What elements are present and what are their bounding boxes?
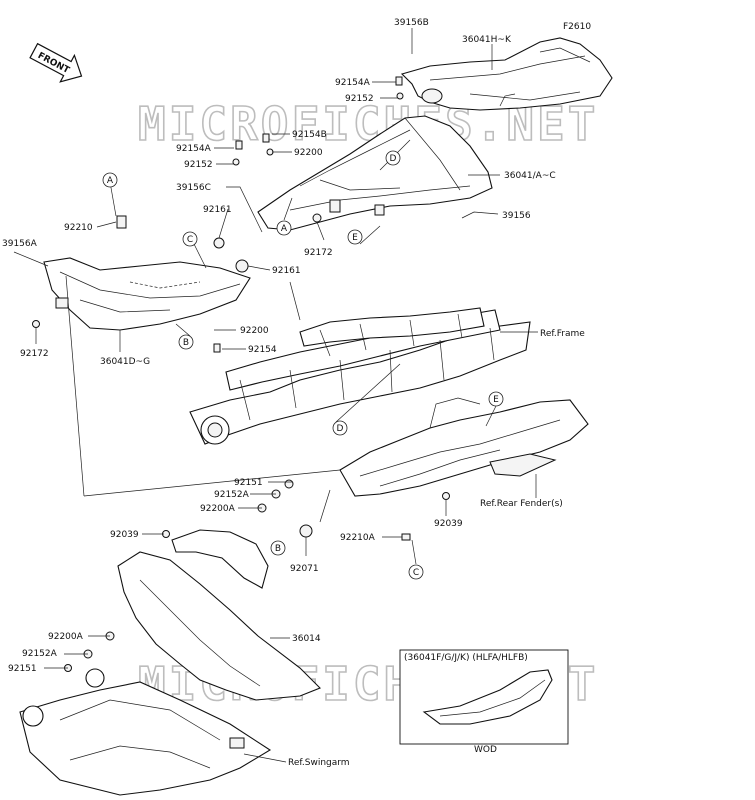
- part-92151-low: 92151: [8, 664, 37, 674]
- marker-A-1: A: [107, 176, 114, 186]
- undertray-36014: [117, 529, 321, 701]
- side-cover-left: [43, 257, 251, 331]
- part-92039-left: 92039: [110, 530, 139, 540]
- part-36041D-G: 36041D~G: [100, 357, 150, 367]
- marker-E-1: E: [352, 233, 358, 243]
- ref-rear-fender: Ref.Rear Fender(s): [480, 499, 563, 509]
- part-39156: 39156: [502, 211, 531, 221]
- seat-cowl-upper: [257, 115, 493, 231]
- part-92154A-mid: 92154A: [176, 144, 212, 154]
- part-92071: 92071: [290, 564, 319, 574]
- part-labels: 39156B 36041H~K 92154A 92152 92154B 9215…: [2, 18, 585, 768]
- inset-box: (36041F/G/J/K) (HLFA/HLFB) WOD: [399, 649, 569, 755]
- swingarm: [19, 668, 272, 796]
- rear-fender: [339, 397, 589, 497]
- part-92161-a: 92161: [203, 205, 232, 215]
- part-92200-top: 92200: [294, 148, 323, 158]
- part-92152A-mid: 92152A: [214, 490, 250, 500]
- part-39156B: 39156B: [394, 18, 429, 28]
- part-36014: 36014: [292, 634, 321, 644]
- leader-lines: [13, 28, 538, 763]
- marker-circles: A A B B C C D D E E: [102, 150, 504, 580]
- marker-C-1: C: [187, 235, 193, 245]
- part-92152-top: 92152: [345, 94, 374, 104]
- part-92172-left: 92172: [20, 349, 49, 359]
- marker-D-2: D: [337, 424, 344, 434]
- marker-E-2: E: [493, 395, 499, 405]
- part-92200-mid: 92200: [240, 326, 269, 336]
- part-92151-mid: 92151: [234, 478, 263, 488]
- part-92152A-low: 92152A: [22, 649, 58, 659]
- marker-B-1: B: [183, 338, 189, 348]
- part-92152-mid: 92152: [184, 160, 213, 170]
- part-92154-mid: 92154: [248, 345, 277, 355]
- diagram-code: F2610: [563, 22, 591, 32]
- inset-title: (36041F/G/J/K) (HLFA/HLFB): [404, 653, 528, 663]
- part-92161-b: 92161: [272, 266, 301, 276]
- part-92154A-top: 92154A: [335, 78, 371, 88]
- marker-C-2: C: [413, 568, 419, 578]
- part-92172-mid: 92172: [304, 248, 333, 258]
- ref-frame: Ref.Frame: [540, 329, 585, 339]
- part-92210A: 92210A: [340, 533, 376, 543]
- tail-cowl-upper: [400, 37, 613, 111]
- part-39156A: 39156A: [2, 239, 38, 249]
- rear-frame: [189, 307, 531, 445]
- part-39156C: 39156C: [176, 183, 211, 193]
- marker-D-1: D: [390, 154, 397, 164]
- part-92210: 92210: [64, 223, 93, 233]
- hardware: [32, 76, 450, 672]
- marker-B-2: B: [275, 544, 281, 554]
- part-92200A-low: 92200A: [48, 632, 84, 642]
- part-92200A-mid: 92200A: [200, 504, 236, 514]
- ref-swingarm: Ref.Swingarm: [288, 758, 350, 768]
- part-92039-right: 92039: [434, 519, 463, 529]
- part-36041A-C: 36041/A~C: [504, 171, 556, 181]
- part-92154B: 92154B: [292, 130, 327, 140]
- marker-A-2: A: [281, 224, 288, 234]
- part-36041H-K: 36041H~K: [462, 35, 512, 45]
- front-arrow-icon: FRONT: [29, 42, 83, 83]
- inset-code: WOD: [474, 745, 497, 755]
